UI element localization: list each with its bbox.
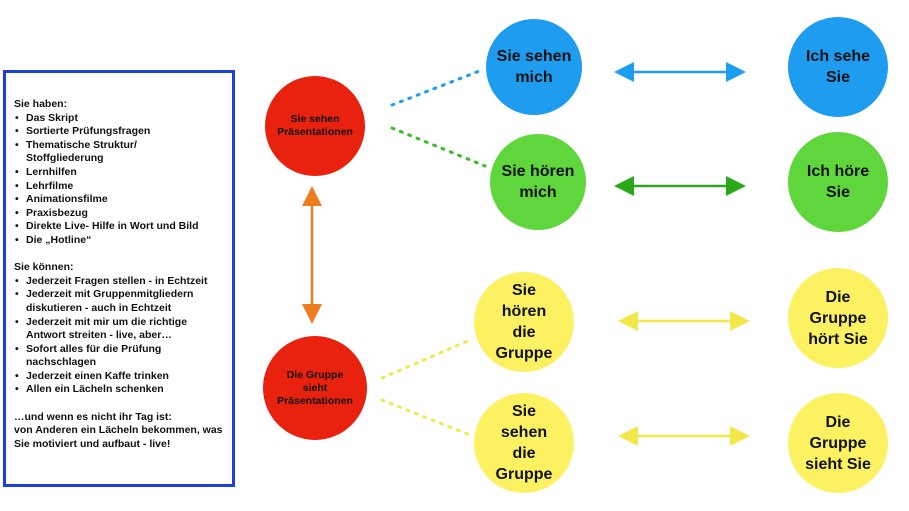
node-label: Sie hören die Gruppe bbox=[495, 282, 553, 362]
list-item: Jederzeit Fragen stellen - in Echtzeit bbox=[14, 275, 219, 289]
node-sie-sehen-mich: Sie sehen mich bbox=[486, 19, 582, 115]
list-item: Animationsfilme bbox=[14, 193, 232, 207]
closing-line-1: …und wenn es nicht ihr Tag ist: bbox=[14, 410, 172, 423]
list-item: Jederzeit mit mir um die richtige Antwor… bbox=[14, 316, 201, 343]
node-label: Ich höre Sie bbox=[806, 163, 870, 201]
node-ich-sehe-sie: Ich sehe Sie bbox=[788, 17, 888, 117]
list-item: Thematische Struktur/ Stoffgliederung bbox=[14, 139, 146, 166]
can-title: Sie können: bbox=[14, 261, 74, 274]
can-list: Jederzeit Fragen stellen - in Echtzeit J… bbox=[14, 275, 219, 397]
node-label: Ich sehe Sie bbox=[805, 48, 871, 86]
list-item: Jederzeit einen Kaffe trinken bbox=[14, 370, 219, 384]
list-item: Lernhilfen bbox=[14, 166, 232, 180]
have-list: Das Skript Sortierte Prüfungsfragen Them… bbox=[14, 112, 232, 248]
list-item: Lehrfilme bbox=[14, 180, 232, 194]
dotted-line-blue bbox=[390, 68, 484, 107]
node-sie-sehen-gruppe: Sie sehen die Gruppe bbox=[474, 393, 574, 493]
node-label: Sie sehen mich bbox=[496, 48, 572, 86]
have-title: Sie haben: bbox=[14, 98, 68, 110]
list-item: Allen ein Lächeln schenken bbox=[14, 383, 219, 397]
list-item: Praxisbezug bbox=[14, 207, 232, 221]
node-label: Sie sehen die Gruppe bbox=[495, 403, 553, 483]
list-item: Das Skript bbox=[14, 112, 232, 126]
node-label: Die Gruppe sieht Präsentationen bbox=[277, 368, 353, 407]
node-red-top: Sie sehen Präsentationen bbox=[265, 76, 365, 176]
list-item: Sofort alles für die Prüfung nachschlage… bbox=[14, 343, 176, 370]
dotted-line-yellow-1 bbox=[380, 338, 472, 380]
node-gruppe-hoert-sie: Die Gruppe hört Sie bbox=[788, 268, 888, 368]
dotted-line-yellow-2 bbox=[380, 398, 472, 437]
node-ich-hoere-sie: Ich höre Sie bbox=[788, 132, 888, 232]
list-item: Sortierte Prüfungsfragen bbox=[14, 125, 232, 139]
node-gruppe-sieht-sie: Die Gruppe sieht Sie bbox=[788, 393, 888, 493]
node-label: Die Gruppe sieht Sie bbox=[805, 413, 871, 473]
node-label: Sie sehen Präsentationen bbox=[277, 113, 353, 138]
closing-line-2: von Anderen ein Lächeln bekommen, was Si… bbox=[14, 424, 223, 450]
node-sie-hoeren-mich: Sie hören mich bbox=[490, 134, 586, 230]
list-item: Jederzeit mit Gruppenmitgliedern diskuti… bbox=[14, 288, 196, 315]
dotted-line-green bbox=[390, 126, 487, 168]
info-box: Sie haben: Das Skript Sortierte Prüfungs… bbox=[3, 70, 235, 487]
list-item: Direkte Live- Hilfe in Wort und Bild bbox=[14, 220, 232, 234]
node-label: Sie hören mich bbox=[501, 163, 575, 201]
list-item: Die „Hotline“ bbox=[14, 234, 232, 248]
node-sie-hoeren-gruppe: Sie hören die Gruppe bbox=[474, 272, 574, 372]
node-red-bottom: Die Gruppe sieht Präsentationen bbox=[263, 336, 367, 440]
node-label: Die Gruppe hört Sie bbox=[808, 288, 868, 348]
